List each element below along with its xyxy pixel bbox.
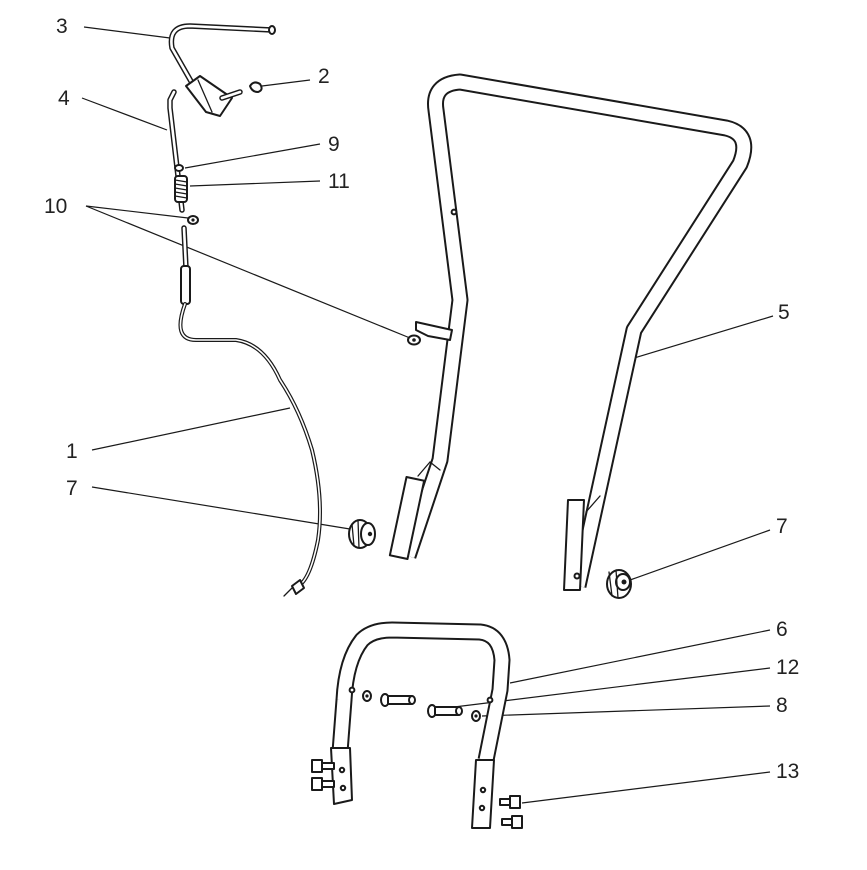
bolt-13-c [499,795,521,809]
bolt-12-left [380,693,416,707]
bolt-12-right [427,704,463,718]
leader-8 [481,705,771,717]
leader-10a [85,205,189,219]
left-leg-plate [330,747,353,805]
clip [249,81,263,93]
nut-10-upper [187,215,199,225]
bolt-13-d [501,815,523,829]
callout-7-right: 7 [776,515,788,538]
knob-left [348,519,376,549]
leader-10b [85,205,411,339]
shift-rod [167,89,185,213]
leader-7-right [629,529,771,581]
leader-6 [509,629,771,684]
shift-lever [168,23,276,117]
upper-handle [388,73,753,591]
right-leg-plate [471,759,495,829]
nut-10-lower [407,334,421,346]
leader-9 [184,143,321,169]
callout-4: 4 [58,87,70,110]
callout-8: 8 [776,694,788,717]
leader-11 [189,180,321,187]
callout-7-left: 7 [66,477,78,500]
cable-bracket [415,321,453,341]
shift-cable [178,225,322,597]
callout-9: 9 [328,133,340,156]
leader-13 [521,771,771,804]
callout-11: 11 [328,170,350,193]
lower-handle [330,621,511,829]
callout-1: 1 [66,440,78,463]
washer-9 [174,164,184,172]
leader-5 [633,315,774,359]
left-tube-end [388,476,426,560]
nut-8-right [471,710,481,722]
callout-10: 10 [44,195,68,218]
callout-12: 12 [776,656,800,679]
spring [174,175,188,203]
bolt-13-b [311,777,335,791]
leader-3 [83,26,171,39]
callout-13: 13 [776,760,800,783]
nut-8-left [362,690,372,702]
leader-1 [91,407,291,451]
callout-2: 2 [318,65,330,88]
callout-6: 6 [776,618,788,641]
bolt-13-a [311,759,335,773]
callout-3: 3 [56,15,68,38]
leader-7-left [91,486,357,531]
right-tube-end [563,499,585,591]
leader-2 [261,79,311,87]
leader-lines [81,26,774,804]
leader-4 [81,97,168,131]
callout-5: 5 [778,301,790,324]
knob-right [606,569,632,599]
